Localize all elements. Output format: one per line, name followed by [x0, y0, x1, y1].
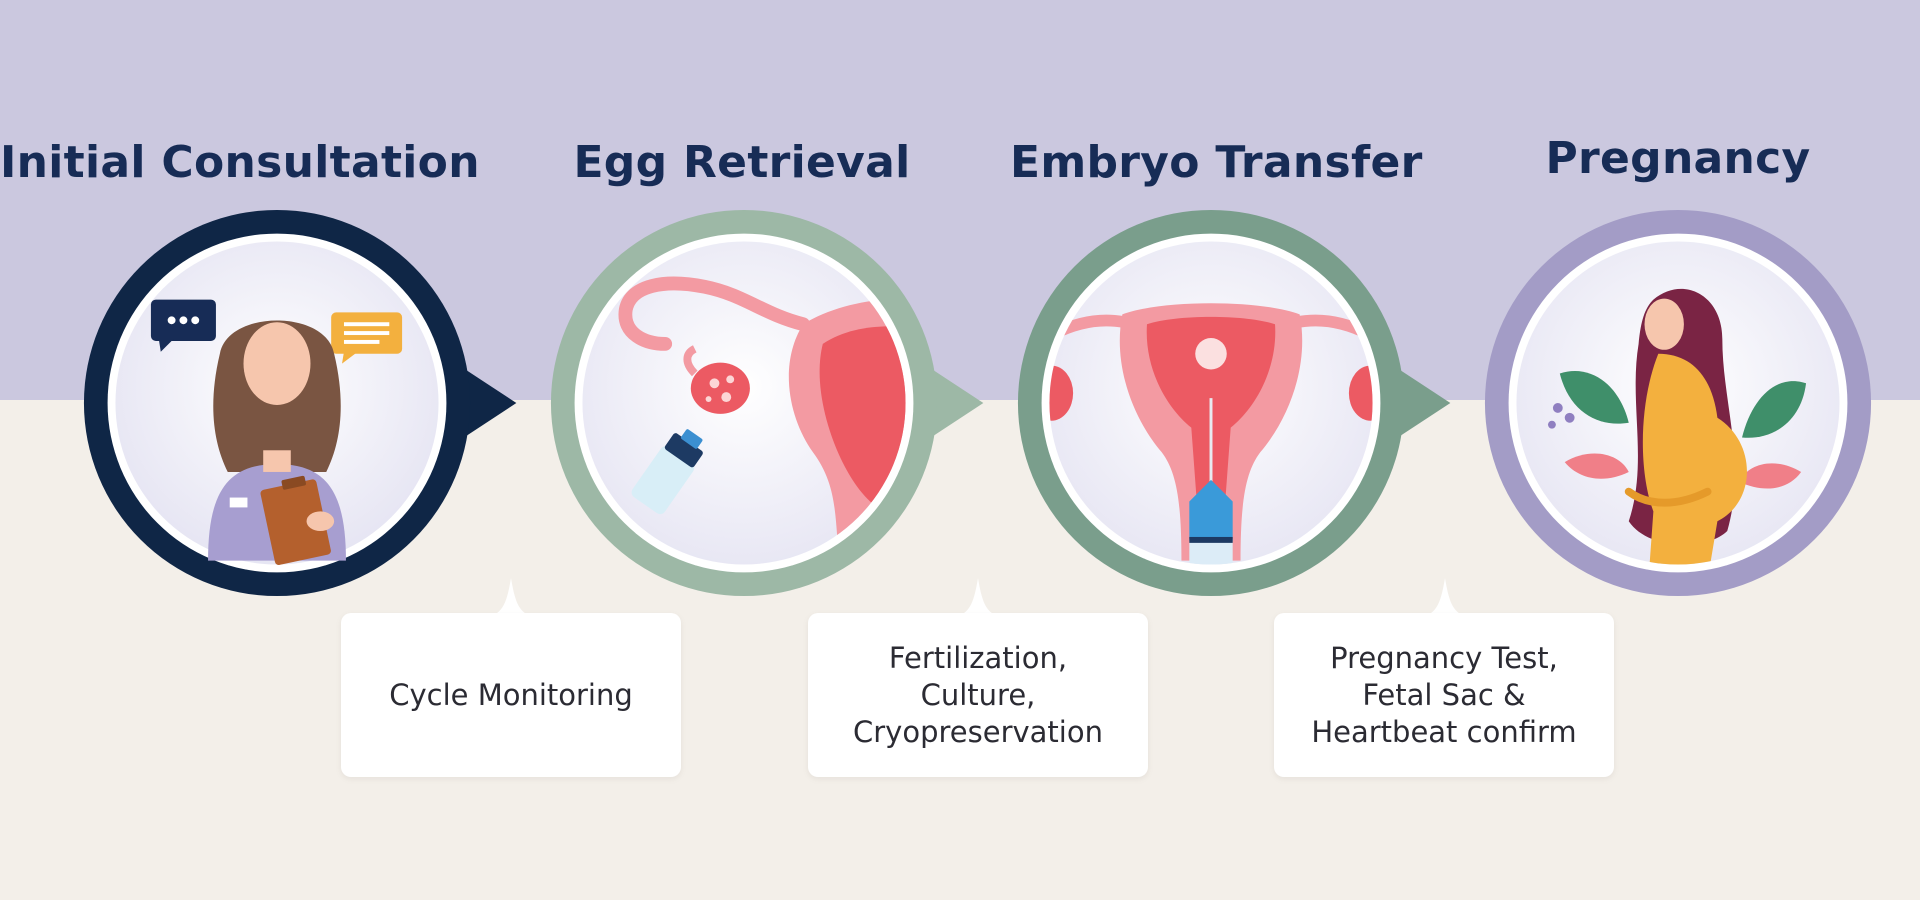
step-text: Pregnancy Test, Fetal Sac & Heartbeat co…	[1311, 640, 1577, 749]
stage-ring-pregnancy	[1481, 206, 1875, 600]
stage-title: Initial Consultation	[0, 137, 480, 188]
stage-embryo-transfer: Embryo Transfer	[1010, 0, 1423, 900]
connector-notch-1	[476, 578, 546, 618]
step-box-pregnancy-test: Pregnancy Test, Fetal Sac & Heartbeat co…	[1274, 613, 1614, 777]
doctor-illustration-icon	[83, 209, 517, 597]
pregnant-woman-illustration-icon	[1484, 209, 1872, 597]
stage-title: Egg Retrieval	[573, 137, 911, 188]
stage-title: Embryo Transfer	[1010, 137, 1423, 188]
stage-ring-egg-retrieval	[547, 206, 984, 600]
connector-notch-2	[943, 578, 1013, 618]
stage-title: Pregnancy	[1545, 133, 1811, 184]
stage-egg-retrieval: Egg Retrieval	[545, 0, 945, 900]
step-box-fertilization: Fertilization, Culture, Cryopreservation	[808, 613, 1148, 777]
uterus-catheter-illustration-icon	[1017, 209, 1451, 597]
step-text: Cycle Monitoring	[389, 677, 633, 712]
ovary-vial-illustration-icon	[550, 209, 984, 597]
connector-notch-3	[1410, 578, 1480, 618]
step-box-cycle-monitoring: Cycle Monitoring	[341, 613, 681, 777]
step-text: Fertilization, Culture, Cryopreservation	[853, 640, 1103, 749]
stage-initial-consultation: Initial Consultation	[0, 0, 480, 900]
stage-ring-initial-consultation	[80, 206, 517, 600]
stage-pregnancy: Pregnancy	[1478, 0, 1878, 900]
stage-ring-embryo-transfer	[1014, 206, 1451, 600]
